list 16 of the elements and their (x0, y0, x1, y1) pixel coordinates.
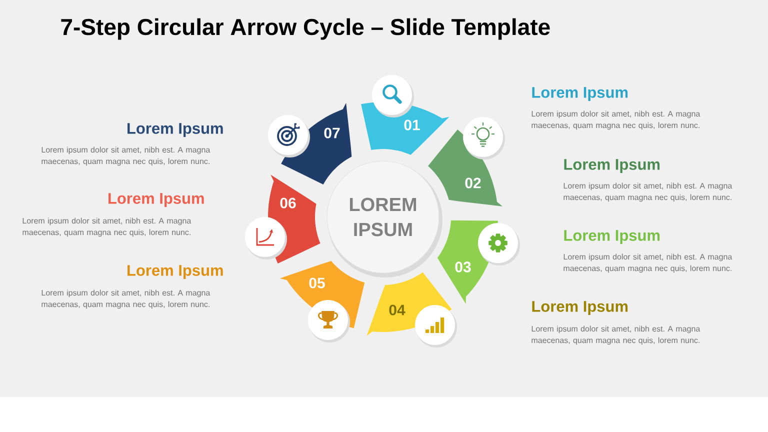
step-description: Lorem ipsum dolor sit amet, nibh est. A magna maecenas, quam magna nec quis, lorem nunc. (22, 218, 192, 237)
step-heading: Lorem Ipsum (128, 123, 223, 137)
arrow-segment: 02 (428, 129, 503, 206)
step-heading: Lorem Ipsum (532, 301, 628, 315)
step-description: Lorem ipsum dolor sit amet, nibh est. A magna maecenas, quam magna nec quis, lorem nunc. (564, 254, 732, 273)
step-heading: Lorem Ipsum (108, 193, 204, 207)
step-description: Lorem ipsum dolor sit amet, nibh est. A magna maecenas, quam magna nec quis, lorem nunc. (564, 182, 732, 202)
step-heading: Lorem Ipsum (128, 265, 223, 279)
title: 7-Step Circular Arrow Cycle – Slide Template (61, 18, 550, 40)
step-heading: Lorem Ipsum (564, 230, 660, 244)
step-description: Lorem ipsum dolor sit amet, nibh est. A magna maecenas, quam magna nec quis, lorem nunc. (42, 146, 210, 166)
step-description: Lorem ipsum dolor sit amet, nibh est. A magna maecenas, quam magna nec quis, lorem nunc. (532, 326, 700, 345)
step-heading: Lorem Ipsum (532, 87, 628, 101)
step-heading: Lorem Ipsum (564, 159, 660, 173)
step-description: Lorem ipsum dolor sit amet, nibh est. A magna maecenas, quam magna nec quis, lorem nunc. (42, 290, 210, 309)
step-description: Lorem ipsum dolor sit amet, nibh est. A magna maecenas, quam magna nec quis, lorem nunc. (532, 110, 700, 130)
